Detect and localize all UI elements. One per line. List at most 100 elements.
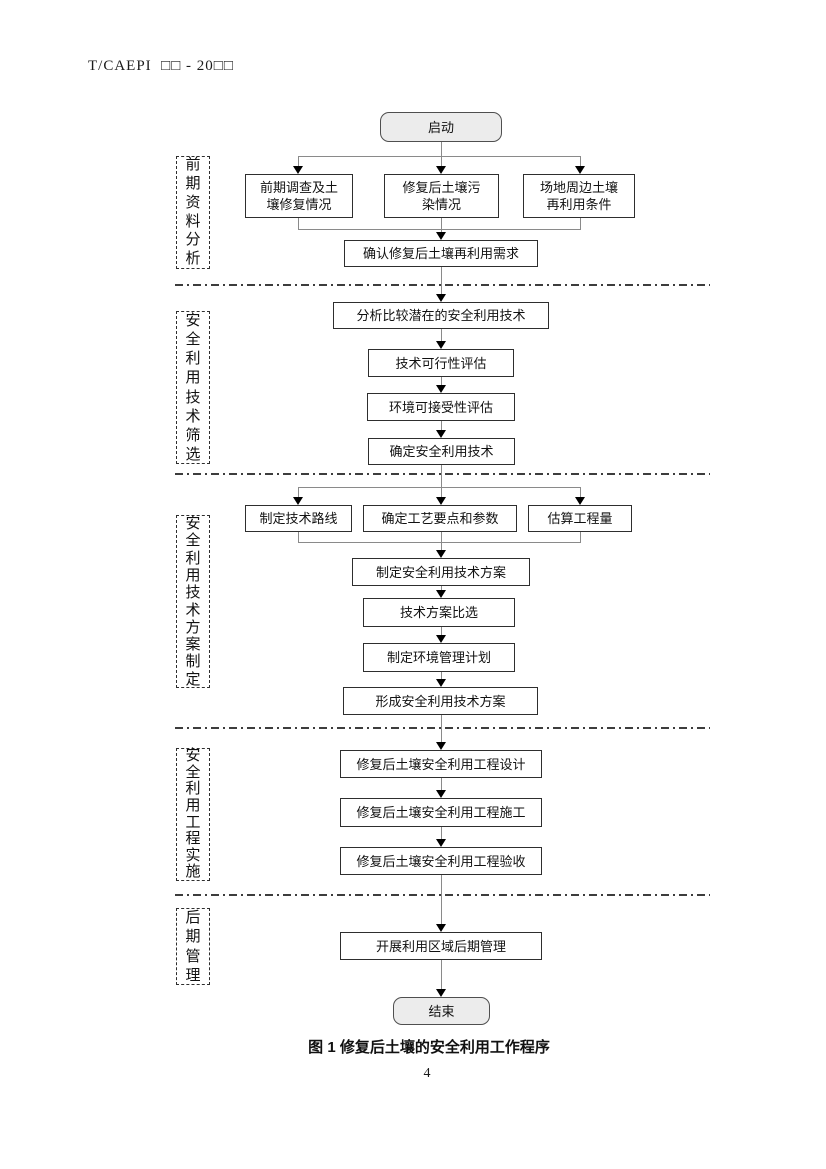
connector-line (441, 672, 442, 679)
flow-node-label: 前期调查及土 壤修复情况 (259, 180, 338, 212)
stage-divider (175, 284, 710, 286)
stage-label-text: 后期管理 (185, 909, 201, 984)
connector-line (441, 218, 442, 229)
flow-node-label: 修复后土壤安全利用工程验收 (356, 853, 526, 869)
flow-node-engineering-construction: 修复后土壤安全利用工程施工 (340, 798, 542, 827)
connector-line (441, 465, 442, 487)
flow-node-label: 形成安全利用技术方案 (375, 693, 506, 709)
document-code: T/CAEPI □□ - 20□□ (88, 58, 234, 74)
connector-line (580, 218, 581, 229)
connector-arrowhead (436, 166, 446, 174)
connector-line (580, 156, 581, 166)
flow-node-label: 场地周边土壤 再利用条件 (539, 180, 618, 212)
flow-node-feasibility-assessment: 技术可行性评估 (368, 349, 514, 377)
connector-arrowhead (436, 497, 446, 505)
connector-line (298, 487, 581, 488)
flow-node-label: 技术方案比选 (399, 605, 478, 620)
connector-line (441, 267, 442, 294)
flow-node-label: 制定环境管理计划 (386, 650, 491, 665)
stage-label-project-implementation: 安全利用工程实施 (176, 747, 210, 881)
flow-node-acceptability-assessment: 环境可接受性评估 (367, 393, 515, 421)
flow-node-label: 确定工艺要点和参数 (381, 511, 499, 526)
connector-arrowhead (436, 294, 446, 302)
connector-line (580, 487, 581, 497)
connector-line (580, 532, 581, 542)
flow-node-label: 确认修复后土壤再利用需求 (362, 246, 519, 261)
flow-node-label: 制定技术路线 (259, 511, 338, 526)
flow-node-confirm-demand: 确认修复后土壤再利用需求 (344, 240, 538, 267)
connector-arrowhead (436, 341, 446, 349)
connector-line (298, 532, 299, 542)
flow-node-label: 制定安全利用技术方案 (375, 564, 506, 580)
stage-divider (175, 473, 710, 475)
flow-node-label: 结束 (428, 1003, 455, 1019)
page-number: 4 (423, 1066, 431, 1081)
flow-node-end: 结束 (393, 997, 490, 1025)
flow-node-pollution-status: 修复后土壤污 染情况 (384, 174, 499, 218)
connector-line (298, 487, 299, 497)
connector-line (441, 329, 442, 341)
flow-node-label: 估算工程量 (547, 511, 613, 526)
connector-line (441, 778, 442, 790)
stage-label-technology-screening: 安全利用技术筛选 (176, 311, 210, 464)
stage-label-technical-plan-formulation: 安全利用技术方案制定 (176, 515, 210, 688)
connector-line (441, 542, 442, 550)
connector-arrowhead (575, 497, 585, 505)
connector-line (441, 487, 442, 497)
stage-label-text: 安全利用技术筛选 (185, 312, 201, 463)
connector-arrowhead (436, 839, 446, 847)
flow-node-post-management: 开展利用区域后期管理 (340, 932, 542, 960)
connector-line (441, 960, 442, 989)
connector-line (298, 542, 581, 543)
connector-arrowhead (293, 166, 303, 174)
flow-node-start: 启动 (380, 112, 502, 142)
flow-node-label: 分析比较潜在的安全利用技术 (356, 308, 526, 323)
connector-arrowhead (436, 590, 446, 598)
connector-arrowhead (436, 742, 446, 750)
flow-node-label: 开展利用区域后期管理 (375, 938, 506, 954)
connector-line (298, 218, 299, 229)
flow-node-label: 修复后土壤安全利用工程设计 (356, 756, 526, 772)
flow-node-label: 修复后土壤污 染情况 (402, 180, 481, 212)
flow-node-label: 修复后土壤安全利用工程施工 (356, 805, 526, 820)
connector-arrowhead (436, 430, 446, 438)
connector-arrowhead (436, 550, 446, 558)
flow-node-survey: 前期调查及土 壤修复情况 (245, 174, 353, 218)
flow-node-estimate-quantity: 估算工程量 (528, 505, 632, 532)
connector-arrowhead (436, 635, 446, 643)
connector-line (298, 229, 581, 230)
connector-line (441, 875, 442, 924)
connector-arrowhead (293, 497, 303, 505)
connector-arrowhead (436, 232, 446, 240)
connector-arrowhead (436, 679, 446, 687)
connector-line (441, 156, 442, 166)
stage-label-text: 前期资料分析 (185, 156, 201, 268)
stage-divider (175, 727, 710, 729)
connector-line (441, 715, 442, 742)
flow-node-process-params: 确定工艺要点和参数 (363, 505, 517, 532)
connector-line (441, 421, 442, 430)
stage-label-preliminary-data-analysis: 前期资料分析 (176, 156, 210, 269)
flow-node-label: 确定安全利用技术 (389, 444, 494, 459)
flow-node-tech-route: 制定技术路线 (245, 505, 352, 532)
flow-node-draft-plan: 制定安全利用技术方案 (352, 558, 530, 586)
connector-line (441, 627, 442, 635)
flow-node-plan-comparison: 技术方案比选 (363, 598, 515, 627)
connector-line (441, 586, 442, 590)
connector-line (298, 156, 581, 157)
flow-node-form-plan: 形成安全利用技术方案 (343, 687, 538, 715)
connector-arrowhead (436, 924, 446, 932)
stage-divider (175, 894, 710, 896)
flow-node-analyze-tech: 分析比较潜在的安全利用技术 (333, 302, 549, 329)
flow-node-label: 环境可接受性评估 (388, 399, 493, 415)
connector-line (441, 229, 442, 232)
connector-arrowhead (436, 385, 446, 393)
stage-label-text: 安全利用工程实施 (185, 747, 201, 881)
connector-arrowhead (575, 166, 585, 174)
connector-line (441, 827, 442, 839)
connector-line (298, 156, 299, 166)
figure-caption: 图 1 修复后土壤的安全利用工作程序 (308, 1039, 550, 1056)
connector-arrowhead (436, 790, 446, 798)
connector-line (441, 377, 442, 385)
